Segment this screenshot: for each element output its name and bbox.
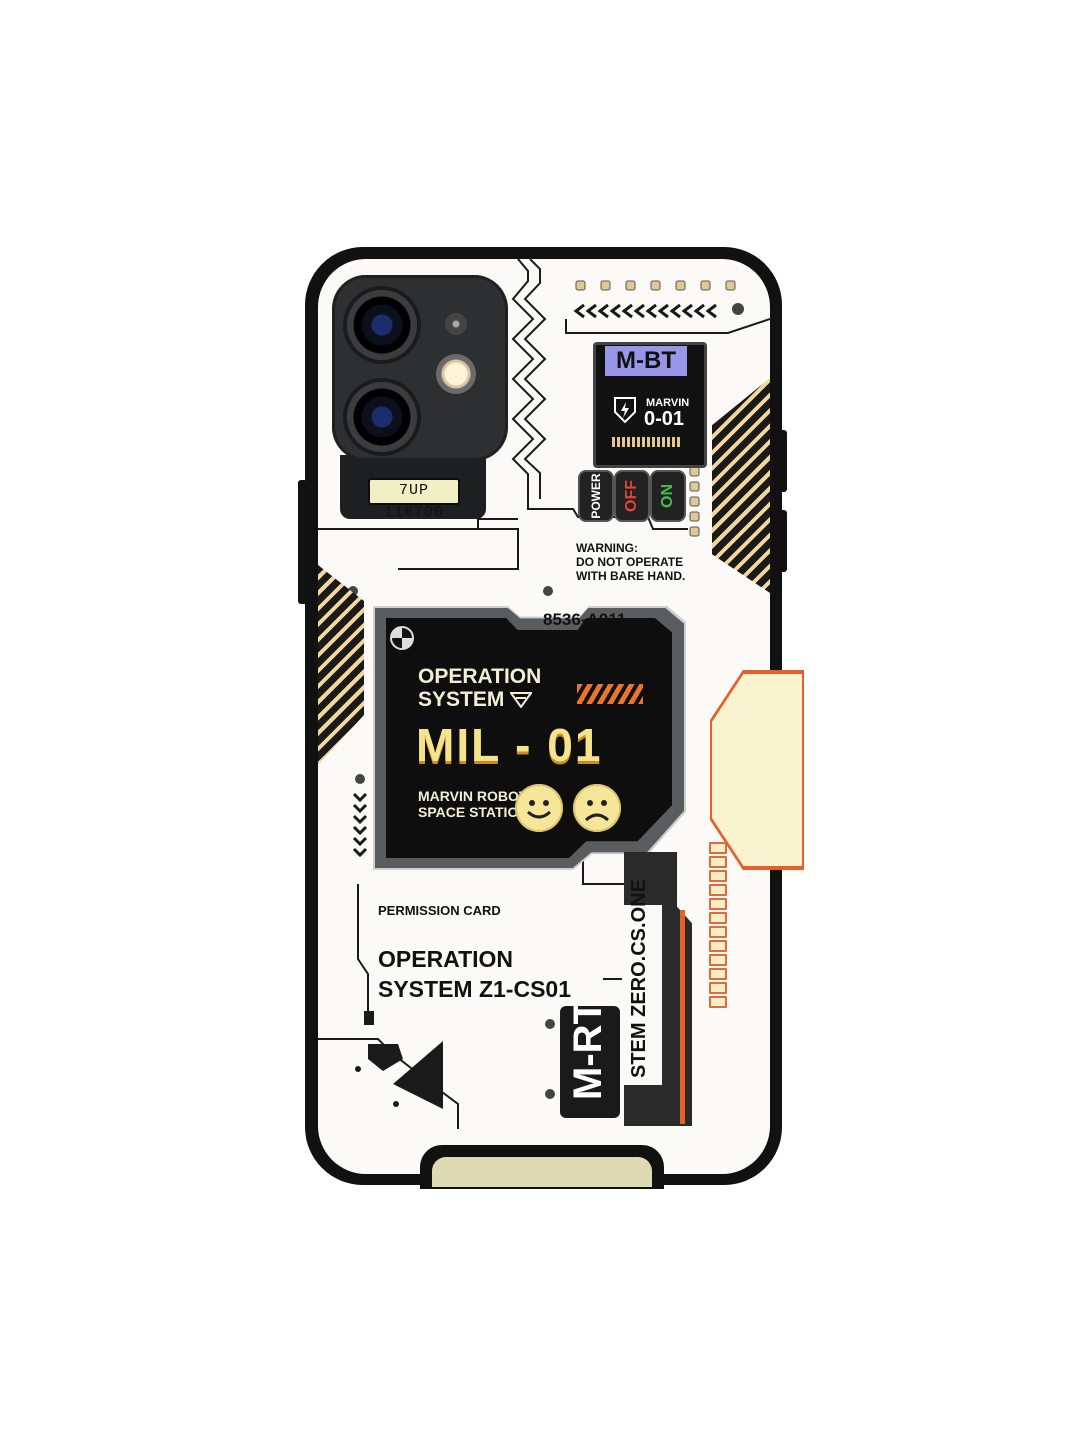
permission-line-1: OPERATION [378, 946, 514, 972]
flash-icon [436, 354, 476, 394]
camera-lens-bottom-icon [347, 382, 417, 452]
on-switch: ON [650, 470, 686, 522]
robot-id-small: MARVIN [646, 397, 690, 409]
target-icon [390, 626, 414, 650]
screen-code: 8536-A011 [543, 610, 627, 629]
screen-station: MARVIN ROBOT SPACE STATION [418, 788, 528, 820]
orange-dot-stack [709, 842, 727, 1010]
warning-line-2: DO NOT OPERATE [576, 555, 684, 569]
screen-station-line-2: SPACE STATION [418, 804, 529, 820]
smile-face-icon [515, 784, 563, 832]
permission-line-2: SYSTEM Z1-CS01 [378, 976, 571, 1002]
triangle-down-icon [510, 691, 533, 708]
orange-stripe-bar [577, 684, 643, 704]
permission-card-label: PERMISSION CARD [378, 903, 501, 918]
camera-lens-top-icon [347, 290, 417, 360]
screen-title-line-2: SYSTEM [418, 688, 505, 711]
cream-hex-panel [712, 674, 802, 866]
permission-card-text: OPERATION SYSTEM Z1-CS01 [378, 944, 571, 1004]
mbt-badge: M-BT [605, 346, 687, 376]
power-button-right [779, 430, 787, 492]
mrt-badge-box [560, 1006, 620, 1118]
screen-title: OPERATION SYSTEM [418, 665, 541, 711]
screen-model: MIL - 01 [416, 719, 603, 771]
lightning-shield-icon [613, 396, 637, 424]
warning-line-3: WITH BARE HAND. [576, 569, 686, 583]
power-button-right-2 [779, 510, 787, 572]
circuit-lines [318, 259, 770, 1129]
microphone-icon [445, 313, 467, 335]
bottom-tab-inner [432, 1157, 652, 1187]
off-switch-label: OFF [623, 480, 640, 512]
warning-line-1: WARNING: [576, 541, 638, 555]
power-switch: POWER [578, 470, 614, 522]
side-orange-line [680, 910, 685, 1124]
power-switch-label: POWER [589, 473, 603, 519]
sad-face-icon [573, 784, 621, 832]
side-text-box [622, 905, 662, 1085]
camera-lcd-display: 7UP 116700 [368, 478, 460, 521]
side-badge: M-RT [566, 1000, 610, 1100]
off-switch: OFF [614, 470, 650, 522]
screen-station-line-1: MARVIN ROBOT [418, 788, 528, 804]
barcode-strip [612, 437, 682, 447]
robot-id: 0-01 [644, 408, 685, 430]
warning-text: WARNING: DO NOT OPERATE WITH BARE HAND. [576, 541, 685, 583]
on-switch-label: ON [659, 484, 676, 508]
screen-title-line-1: OPERATION [418, 665, 542, 688]
volume-button-left [298, 480, 307, 604]
side-vertical-text: STEM ZERO.CS.ONE [628, 879, 650, 1078]
